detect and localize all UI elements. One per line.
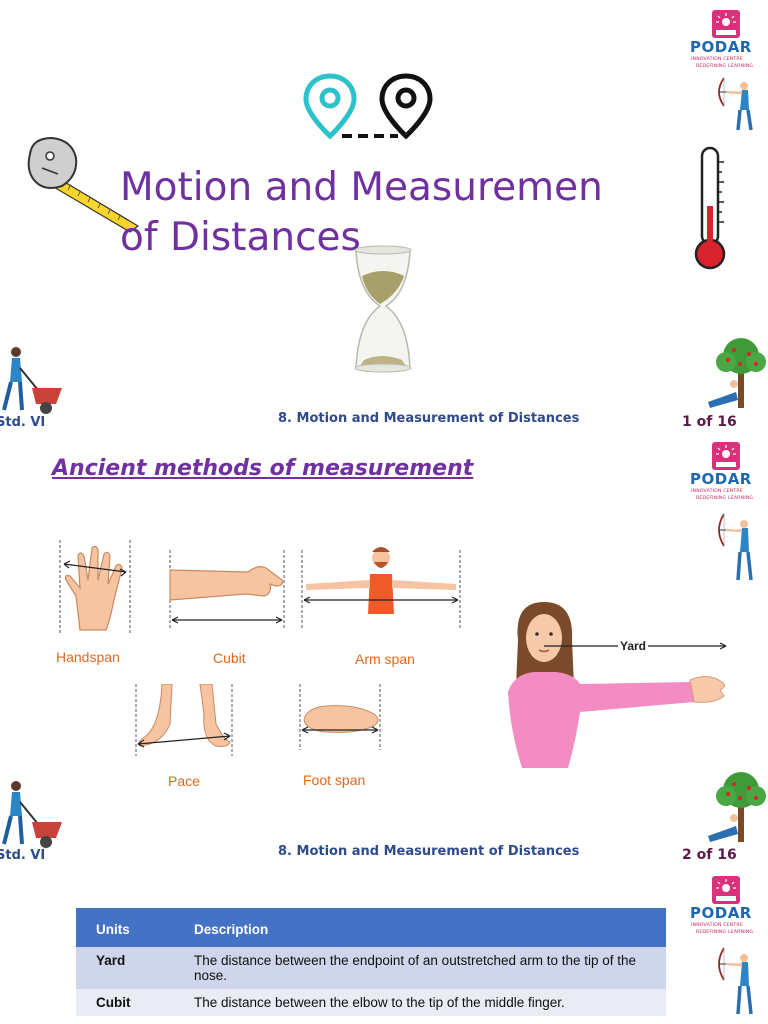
archer-icon [718, 513, 753, 581]
foot-span-illustration [299, 684, 381, 750]
tree-person-icon [708, 338, 766, 408]
podar-logo-badge-icon [712, 10, 740, 38]
podar-logo: PODAR INNOVATION CENTRE REDEFINING LEARN… [688, 442, 768, 504]
podar-logo-badge-icon [712, 876, 740, 904]
logo-line2: REDEFINING LEARNING [696, 64, 754, 69]
logo-line1: INNOVATION CENTRE [691, 923, 743, 928]
slide-title-line2: of Distances [120, 216, 361, 256]
logo-line2: REDEFINING LEARNING [696, 930, 754, 935]
header-units: Units [76, 908, 174, 947]
table-row: Cubit The distance between the elbow to … [76, 989, 666, 1016]
pace-illustration [135, 684, 233, 756]
logo-name: PODAR [690, 38, 752, 56]
footer-chapter: 8. Motion and Measurement of Distances [278, 844, 580, 859]
footer-chapter: 8. Motion and Measurement of Distances [278, 411, 580, 426]
table-row: Yard The distance between the endpoint o… [76, 947, 666, 989]
header-description: Description [174, 908, 666, 947]
cubit-illustration [169, 550, 285, 628]
footer-std: Std. VI [0, 415, 46, 430]
description-cell: The distance between the endpoint of an … [174, 947, 666, 989]
label-yard: Yard [618, 639, 649, 653]
unit-cell: Cubit [76, 989, 174, 1016]
measuring-tape-icon [27, 136, 140, 233]
podar-logo: PODAR INNOVATION CENTRE REDEFINING LEARN… [688, 10, 768, 72]
slide-heading: Ancient methods of measurement [52, 456, 474, 481]
gardener-wheelbarrow-icon [2, 781, 62, 848]
logo-line1: INNOVATION CENTRE [691, 489, 743, 494]
logo-name: PODAR [690, 470, 752, 488]
description-cell: The distance between the elbow to the ti… [174, 989, 666, 1016]
label-pace: Pace [168, 773, 200, 789]
thermometer-icon [694, 146, 726, 270]
label-foot-span: Foot span [303, 772, 366, 788]
hourglass-icon [354, 245, 412, 373]
tree-person-icon [708, 772, 766, 842]
yard-illustration [508, 602, 727, 768]
slide-2: PODAR INNOVATION CENTRE REDEFINING LEARN… [0, 440, 768, 872]
archer-icon [718, 947, 753, 1015]
page-number: 1 of 16 [682, 414, 737, 430]
label-cubit: Cubit [213, 650, 246, 666]
footer-std: Std. VI [0, 848, 46, 863]
label-arm-span: Arm span [355, 651, 415, 667]
podar-logo-badge-icon [712, 442, 740, 470]
table-header-row: Units Description [76, 908, 666, 947]
slide-1: PODAR INNOVATION CENTRE REDEFINING LEARN… [0, 0, 768, 440]
label-handspan: Handspan [56, 649, 120, 665]
podar-logo: PODAR INNOVATION CENTRE REDEFINING LEARN… [688, 876, 768, 938]
location-pins-icon [303, 73, 433, 140]
gardener-wheelbarrow-icon [2, 347, 62, 414]
arm-span-illustration [301, 547, 461, 628]
logo-name: PODAR [690, 904, 752, 922]
units-table: Units Description Yard The distance betw… [76, 908, 666, 1016]
unit-cell: Yard [76, 947, 174, 989]
slide-title-line1: Motion and Measuremen [120, 165, 603, 210]
logo-line2: REDEFINING LEARNING [696, 496, 754, 501]
handspan-illustration [59, 540, 131, 634]
archer-icon [718, 77, 753, 131]
slide-3: PODAR INNOVATION CENTRE REDEFINING LEARN… [0, 872, 768, 1024]
page-number: 2 of 16 [682, 847, 737, 863]
logo-line1: INNOVATION CENTRE [691, 57, 743, 62]
